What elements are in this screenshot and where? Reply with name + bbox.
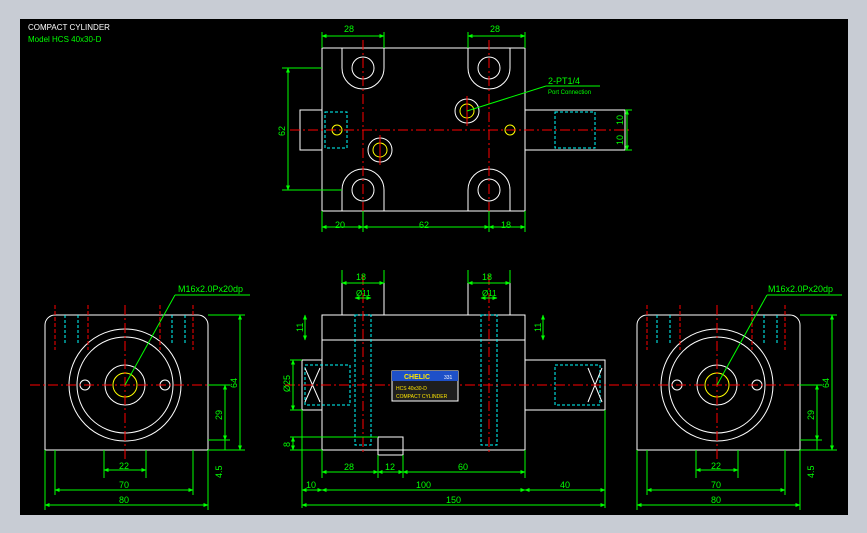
left-dim-60: 80 — [119, 495, 129, 505]
right-dim-80: 80 — [711, 495, 721, 505]
left-dim-29: 29 — [214, 410, 224, 420]
left-dim-70: 70 — [119, 480, 129, 490]
front-dim-12: 12 — [385, 462, 395, 472]
left-dim-22: 22 — [119, 461, 129, 471]
top-view: 28 28 20 62 18 62 10 10 2-PT1/4 Port Con… — [277, 24, 632, 232]
dim-bottom-right: 18 — [501, 220, 511, 230]
dim-right-a: 10 — [615, 115, 625, 125]
front-dim-hole-right: Ø11 — [482, 289, 497, 298]
dim-bottom-left: 20 — [335, 220, 345, 230]
dim-left-height: 62 — [277, 126, 287, 136]
port-sub-label: Port Connection — [548, 90, 591, 96]
left-thread-label: M16x2.0Px20dp — [178, 284, 243, 294]
right-dim-70: 70 — [711, 480, 721, 490]
front-dim-left-small: 8 — [282, 442, 292, 447]
front-dim-60: 60 — [458, 462, 468, 472]
plate-brand: CHELIC — [404, 374, 430, 381]
left-dim-64: 64 — [229, 378, 239, 388]
front-dim-left-dia: Ø25 — [282, 375, 292, 392]
right-thread-label: M16x2.0Px20dp — [768, 284, 833, 294]
dim-top-right: 28 — [490, 24, 500, 34]
right-end-view: M16x2.0Px20dp 22 70 80 64 29 4.5 — [622, 284, 842, 510]
right-dim-29: 29 — [806, 410, 816, 420]
left-dim-45: 4.5 — [214, 465, 224, 478]
left-end-view: M16x2.0Px20dp 22 70 80 64 29 4.5 — [30, 284, 250, 510]
front-view: CHELIC 331 HCS 40x30-D COMPACT CYLINDER — [282, 270, 620, 508]
front-dim-left-top: 11 — [295, 323, 305, 332]
front-dim-28: 28 — [344, 462, 354, 472]
plate-name: COMPACT CYLINDER — [396, 394, 448, 400]
right-dim-45: 4.5 — [806, 465, 816, 478]
front-dim-hole-left: Ø11 — [356, 289, 371, 298]
right-dim-22: 22 — [711, 461, 721, 471]
model-label: Model HCS 40x30-D — [28, 35, 102, 44]
front-dim-150: 150 — [446, 495, 461, 505]
plate-number: 331 — [444, 375, 453, 381]
dim-right-b: 10 — [615, 135, 625, 145]
front-port-block — [377, 436, 404, 456]
front-dim-100: 100 — [416, 480, 431, 490]
port-label: 2-PT1/4 — [548, 76, 580, 86]
name-plate: CHELIC 331 HCS 40x30-D COMPACT CYLINDER — [391, 370, 459, 402]
dim-bottom-mid: 62 — [419, 220, 429, 230]
front-dim-right-top: 11 — [533, 323, 543, 332]
plate-model: HCS 40x30-D — [396, 386, 427, 392]
front-dim-top-left: 18 — [356, 272, 366, 282]
dim-top-left: 28 — [344, 24, 354, 34]
right-dim-64: 64 — [821, 378, 831, 388]
front-dim-40: 40 — [560, 480, 570, 490]
front-dim-10: 10 — [306, 480, 316, 490]
drawing-title: COMPACT CYLINDER — [28, 23, 110, 32]
front-dim-top-right: 18 — [482, 272, 492, 282]
